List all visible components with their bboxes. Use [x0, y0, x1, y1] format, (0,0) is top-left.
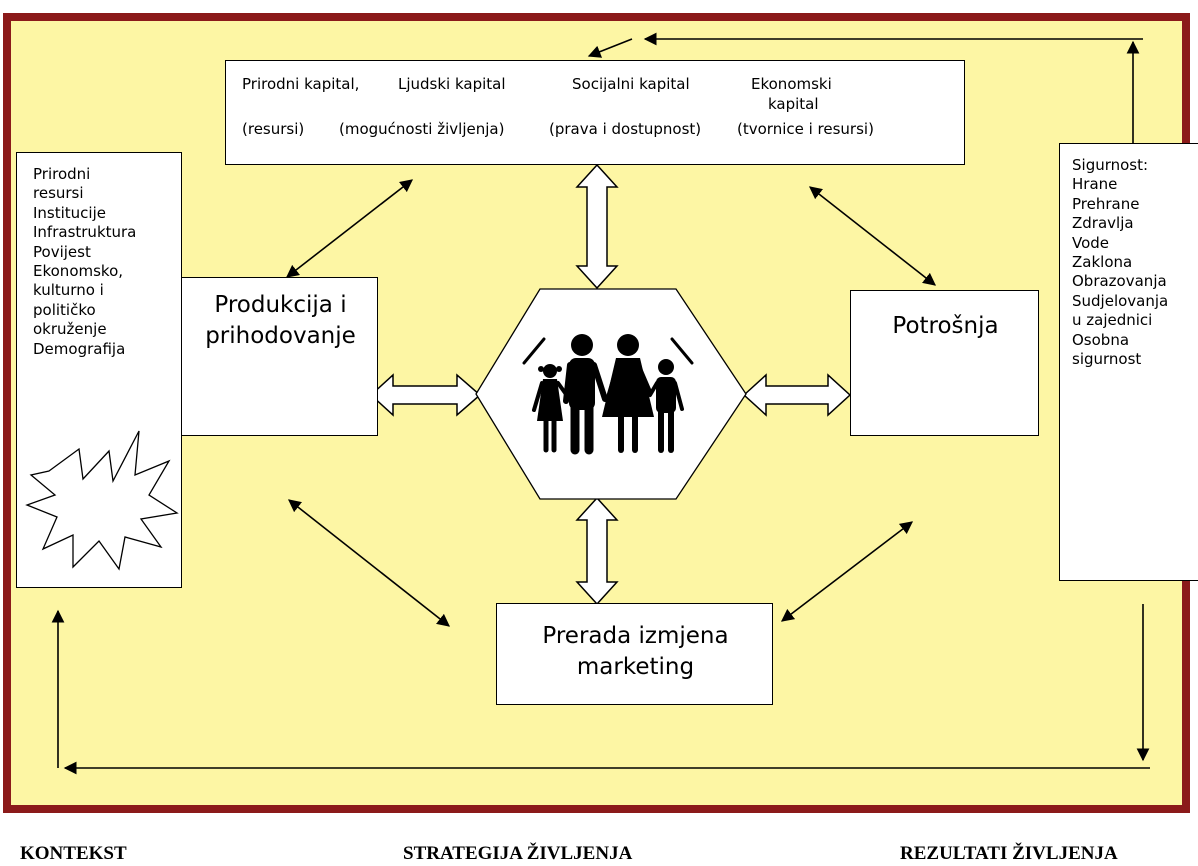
footer-context: KONTEKST — [20, 843, 127, 864]
outcome-item: Zaklona — [1072, 253, 1133, 272]
context-item: Prirodni — [33, 165, 91, 183]
context-item: okruženje — [33, 320, 107, 339]
consumption-label: Potrošnja — [892, 313, 999, 339]
capitals-box: Prirodni kapital, Ljudski kapital Socija… — [225, 60, 965, 165]
block-arrow-household-processing — [575, 496, 619, 606]
outcome-item: sigurnost — [1072, 350, 1142, 369]
context-item: Infrastruktura — [33, 223, 137, 242]
outcomes-list: Sigurnost: Hrane Prehrane Zdravlja Vode … — [1072, 156, 1168, 369]
processing-box: Prerada izmjena marketing — [496, 603, 773, 705]
human-capital-label: Ljudski kapital — [398, 75, 506, 93]
starburst-icon — [25, 430, 179, 571]
economic-capital-label-cont: kapital — [768, 95, 819, 113]
context-item: resursi — [33, 184, 84, 203]
social-capital-note: (prava i dostupnost) — [549, 120, 702, 138]
block-arrow-production-household — [369, 373, 482, 417]
outcome-item: Sigurnost: — [1072, 156, 1149, 174]
outcome-item: Osobna — [1072, 330, 1130, 349]
block-arrow-capitals-household — [575, 163, 619, 290]
context-item: Institucije — [33, 203, 106, 222]
production-box: Produkcija i prihodovanje — [181, 277, 378, 436]
consumption-box: Potrošnja — [850, 290, 1039, 436]
block-arrow-household-consumption — [742, 373, 852, 417]
outcome-item: u zajednici — [1072, 311, 1153, 330]
consumption-processing-link — [780, 521, 914, 622]
context-item: Povijest — [33, 242, 91, 261]
human-capital-note: (mogućnosti življenja) — [339, 120, 505, 138]
economic-capital-label: Ekonomski — [751, 75, 832, 93]
outcome-item: Zdravlja — [1072, 214, 1134, 233]
feedback-loop-bottom — [51, 604, 1150, 775]
context-list: Prirodni resursi Institucije Infrastrukt… — [33, 165, 136, 359]
context-box: Prirodni resursi Institucije Infrastrukt… — [16, 152, 182, 588]
outcome-item: Vode — [1072, 233, 1110, 252]
outcome-item: Sudjelovanja — [1072, 291, 1169, 310]
outcome-item: Hrane — [1072, 175, 1118, 194]
context-item: Ekonomsko, — [33, 262, 124, 281]
economic-capital-note: (tvornice i resursi) — [737, 120, 874, 138]
footer-outcomes: REZULTATI ŽIVLJENJA — [900, 843, 1118, 864]
capitals-production-link — [285, 179, 414, 278]
processing-label: Prerada izmjena marketing — [542, 623, 729, 680]
production-label: Produkcija i prihodovanje — [205, 292, 356, 349]
natural-capital-label: Prirodni kapital, — [242, 75, 360, 93]
capitals-consumption-link — [808, 186, 937, 286]
household-hexagon — [475, 288, 747, 500]
production-processing-link — [287, 499, 451, 627]
context-item: kulturno i — [33, 281, 104, 300]
outcome-item: Obrazovanja — [1072, 272, 1167, 291]
context-item: političko — [33, 300, 96, 319]
social-capital-label: Socijalni kapital — [572, 75, 690, 93]
footer-strategy: STRATEGIJA ŽIVLJENJA — [403, 843, 633, 864]
diagonal-links — [285, 179, 937, 627]
context-item: Demografija — [33, 339, 126, 358]
natural-capital-note: (resursi) — [242, 120, 305, 138]
outcomes-box: Sigurnost: Hrane Prehrane Zdravlja Vode … — [1059, 143, 1198, 581]
family-icon — [522, 334, 694, 455]
outcome-item: Prehrane — [1072, 194, 1140, 213]
